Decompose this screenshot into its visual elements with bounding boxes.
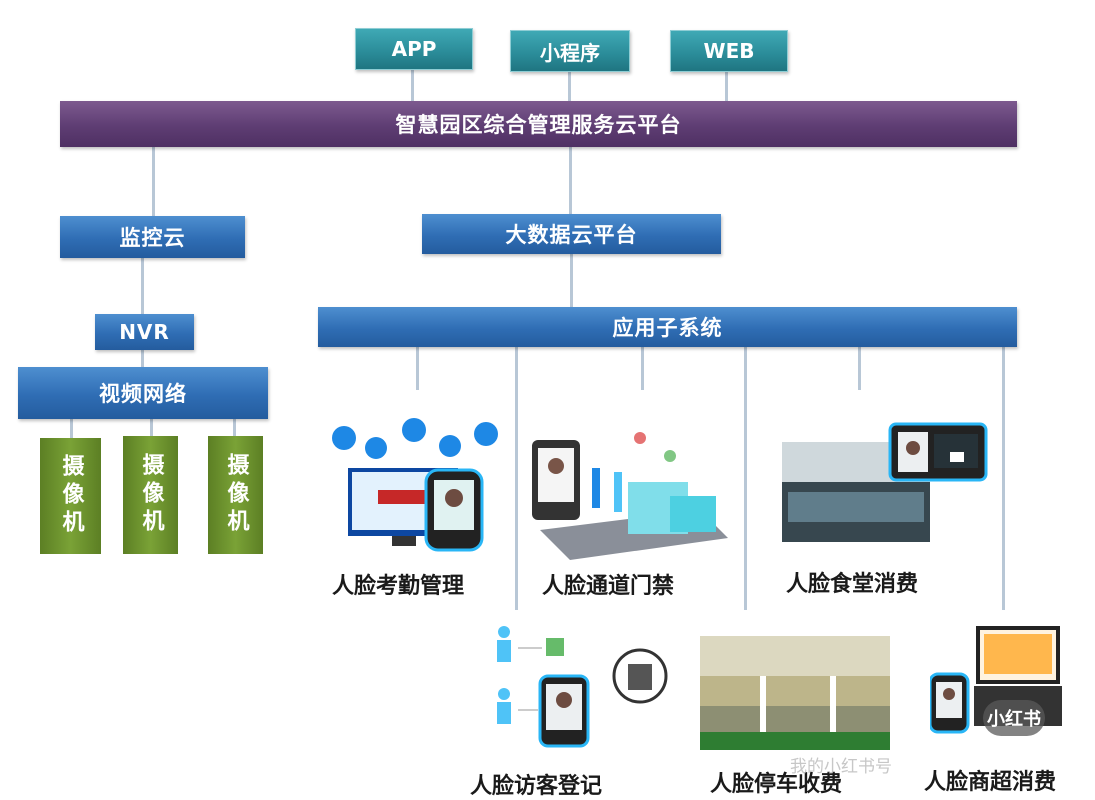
camera-label: 摄像机	[223, 453, 249, 537]
connector-video-cam1	[70, 418, 73, 438]
camera-label: 摄像机	[138, 453, 164, 537]
nvr-box: NVR	[95, 314, 194, 350]
canteen-label: 人脸食堂消费	[786, 572, 919, 597]
connector-bigdata-app	[570, 252, 573, 308]
access-label: 人脸通道门禁	[542, 574, 675, 599]
connector-video-cam2	[150, 418, 153, 438]
attendance-illustration	[332, 418, 498, 552]
access-gate-illustration	[532, 432, 728, 560]
connector-monitor-nvr	[141, 256, 144, 316]
connector-app	[411, 70, 414, 102]
mini-program-box: 小程序	[510, 30, 630, 72]
camera-box-3: 摄像机	[208, 436, 263, 554]
connector-sub-4	[744, 346, 747, 610]
connector-web	[725, 72, 728, 102]
connector-sub-3	[641, 346, 644, 390]
connector-platform-monitor	[152, 146, 155, 216]
web-box: WEB	[670, 30, 788, 72]
camera-label: 摄像机	[58, 454, 84, 538]
monitor-cloud-box: 监控云	[60, 216, 245, 258]
bigdata-platform-box: 大数据云平台	[422, 214, 721, 254]
connector-sub-6	[1002, 346, 1005, 610]
supermarket-illustration	[930, 626, 1062, 734]
attendance-label: 人脸考勤管理	[332, 574, 465, 599]
application-subsystem-bar: 应用子系统	[318, 307, 1017, 347]
visitor-illustration	[497, 626, 668, 748]
video-network-box: 视频网络	[18, 367, 268, 419]
watermark-text: 我的小红书号	[790, 757, 892, 777]
supermarket-label: 人脸商超消费	[924, 770, 1057, 795]
parking-label: 人脸停车收费	[710, 772, 843, 797]
connector-video-cam3	[233, 418, 236, 438]
connector-mini	[568, 72, 571, 102]
watermark-badge: 小红书	[983, 700, 1045, 736]
connector-nvr-video	[141, 350, 144, 368]
canteen-illustration	[782, 422, 988, 542]
camera-box-2: 摄像机	[123, 436, 178, 554]
connector-sub-1	[416, 346, 419, 390]
visitor-label: 人脸访客登记	[470, 774, 603, 799]
app-box: APP	[355, 28, 473, 70]
cloud-platform-bar: 智慧园区综合管理服务云平台	[60, 101, 1017, 147]
connector-platform-bigdata	[569, 146, 572, 214]
parking-illustration	[700, 636, 890, 750]
connector-sub-2	[515, 346, 518, 610]
connector-sub-5	[858, 346, 861, 390]
camera-box-1: 摄像机	[40, 438, 101, 554]
